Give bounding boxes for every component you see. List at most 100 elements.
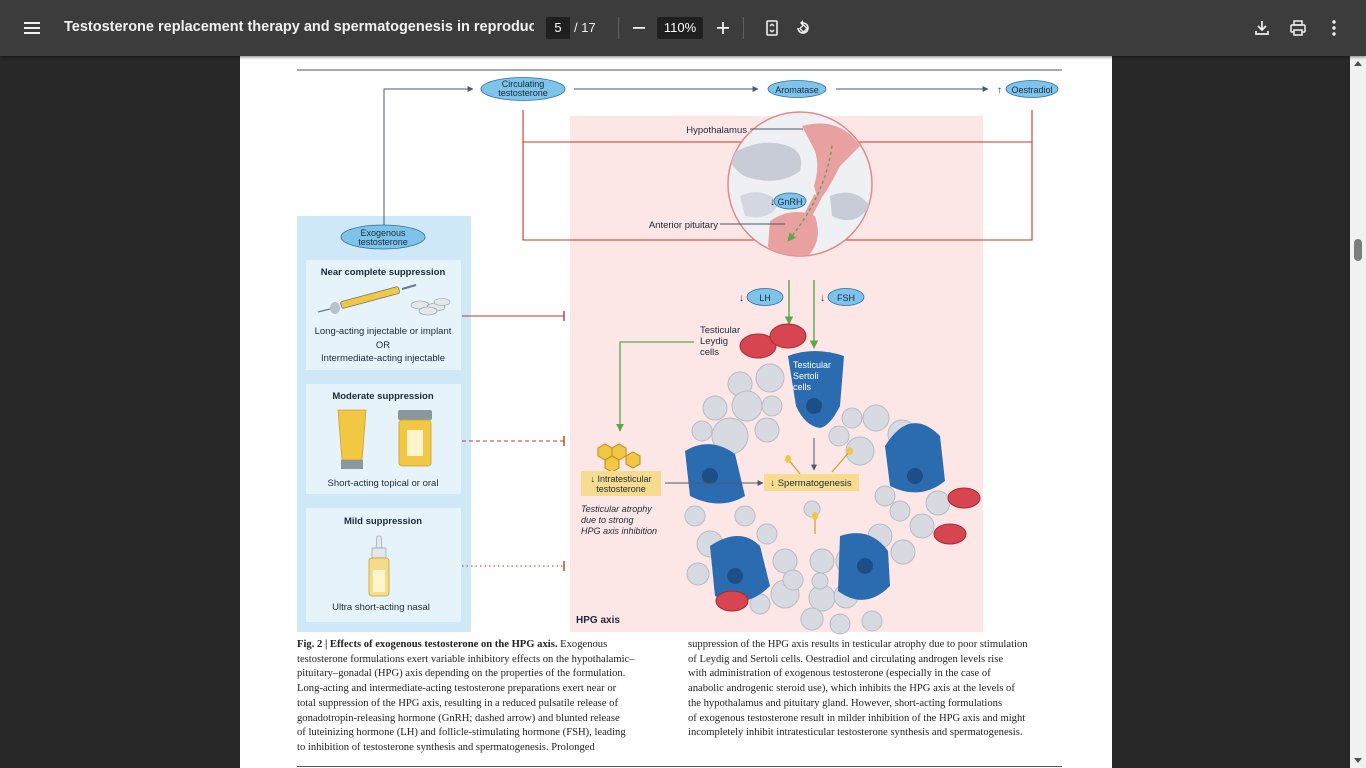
toolbar-divider	[618, 17, 619, 39]
near-suppression-box	[306, 260, 461, 370]
bottom-rule	[297, 766, 1062, 767]
caption-line: incompletely inhibit intratesticular tes…	[688, 727, 1023, 739]
germ-cell	[684, 505, 706, 527]
hypothalamus-label: Hypothalamus	[686, 125, 747, 136]
sertoli-cell	[788, 351, 844, 428]
zoom-input[interactable]: 110%	[657, 17, 703, 39]
sertoli-nucleus	[727, 568, 743, 584]
pdf-toolbar: Testosterone replacement therapy and spe…	[0, 0, 1366, 56]
toolbar-divider	[743, 17, 744, 39]
caption-figure-label: Fig. 2 | Effects of exogenous testostero…	[297, 639, 558, 650]
germ-cell	[862, 404, 890, 432]
hpg-axis-label: HPG axis	[576, 615, 620, 626]
syringe-icon	[317, 284, 417, 314]
sertoli-label-2: Sertoli	[793, 371, 819, 381]
sertoli-nucleus	[857, 558, 873, 574]
download-icon[interactable]	[1248, 14, 1276, 42]
caption-line: to inhibition of testosterone synthesis …	[297, 741, 595, 753]
scrollbar-thumb[interactable]	[1354, 239, 1362, 261]
germ-cell	[702, 395, 728, 421]
germ-cell	[861, 610, 883, 632]
intratesticular-label-2: testosterone	[596, 484, 646, 494]
germ-cell	[800, 607, 824, 631]
scroll-up-icon[interactable]	[1354, 61, 1362, 66]
germ-cell	[829, 613, 851, 635]
gnrh-label: GnRH	[777, 197, 802, 207]
sertoli-nucleus	[702, 468, 718, 484]
germ-cell	[889, 500, 911, 522]
circulating-testosterone-pill	[480, 77, 566, 101]
germ-cell	[925, 490, 951, 516]
germ-cell	[782, 569, 804, 591]
germ-cell	[828, 425, 850, 447]
near-line-2: OR	[376, 340, 390, 351]
moderate-caption: Short-acting topical or oral	[328, 478, 439, 489]
caption-line: of Leydig and Sertoli cells. Oestradiol …	[688, 653, 1004, 665]
intratesticular-label-1: ↓ Intratesticular	[590, 474, 651, 484]
caption-line: total suppression of the HPG axis, resul…	[297, 697, 618, 709]
zoom-out-icon[interactable]	[625, 14, 653, 42]
germ-cell	[755, 363, 785, 393]
sertoli-label-3: cells	[793, 382, 812, 392]
germ-cell	[841, 407, 863, 429]
pill-bottle-icon	[398, 410, 432, 467]
spermatogenesis-label: ↓ Spermatogenesis	[770, 478, 852, 489]
pdf-page: Circulating testosterone Aromatase ↑ Oes…	[240, 56, 1112, 768]
caption-line: gonadotropin-releasing hormone (GnRH; da…	[297, 712, 620, 724]
germ-cell	[809, 548, 835, 574]
caption-line: of exogenous testosterone result in mild…	[688, 712, 1026, 724]
atrophy-label-2: due to strong	[581, 515, 634, 525]
germ-cell	[811, 572, 829, 590]
germ-cell	[731, 390, 763, 422]
caption-line: suppression of the HPG axis results in t…	[688, 639, 1028, 650]
sperm-head	[785, 455, 791, 463]
lh-pill	[746, 288, 784, 306]
zoom-in-icon[interactable]	[709, 14, 737, 42]
sertoli-cell	[710, 536, 770, 602]
circulating-inhibits-pituitary	[522, 142, 761, 241]
sperm-head	[847, 447, 853, 455]
sertoli-label-1: Testicular	[793, 360, 831, 370]
rotate-icon[interactable]	[789, 14, 817, 42]
germ-cell	[772, 548, 798, 574]
anterior-pituitary-label: Anterior pituitary	[649, 220, 718, 231]
caption-line: with administration of exogenous testost…	[688, 668, 991, 680]
fsh-pill	[827, 288, 865, 306]
sertoli-nucleus	[806, 398, 822, 414]
vertical-scrollbar[interactable]	[1350, 56, 1366, 768]
fsh-label: FSH	[837, 293, 855, 303]
print-icon[interactable]	[1284, 14, 1312, 42]
leydig-label-1: Testicular	[700, 325, 740, 336]
menu-icon[interactable]	[18, 14, 46, 42]
oestradiol-pill	[1005, 80, 1059, 98]
mild-caption: Ultra short-acting nasal	[332, 602, 430, 613]
sertoli-cell	[885, 423, 945, 493]
moderate-suppression-title: Moderate suppression	[332, 391, 434, 402]
near-suppression-title: Near complete suppression	[321, 267, 446, 278]
caption-line: Long-acting and intermediate-acting test…	[297, 683, 617, 695]
caption-line: testosterone formulations exert variable…	[297, 653, 635, 665]
exogenous-label-1: Exogenous	[360, 228, 406, 238]
leydig-cell	[933, 523, 967, 545]
fit-page-icon[interactable]	[758, 14, 786, 42]
sperm-tail	[831, 450, 851, 473]
page-number-input[interactable]: 5	[546, 17, 570, 39]
spermatogenesis-box	[764, 474, 859, 491]
exogenous-label-2: testosterone	[358, 237, 408, 247]
germ-cell	[734, 505, 756, 527]
caption-line: pituitary–gonadal (HPG) axis depending o…	[297, 668, 626, 680]
intratesticular-box	[581, 471, 661, 496]
scroll-down-icon[interactable]	[1354, 758, 1362, 763]
implant-pellets-icon	[410, 298, 451, 316]
sertoli-nucleus	[907, 468, 923, 484]
nasal-spray-icon	[368, 535, 390, 597]
more-icon[interactable]	[1320, 14, 1348, 42]
page-total: / 17	[574, 20, 596, 35]
moderate-suppression-box	[306, 384, 461, 494]
germ-cell	[691, 420, 713, 442]
caption-line: of luteinizing hormone (LH) and follicle…	[297, 727, 626, 739]
oestradiol-label: Oestradiol	[1011, 85, 1052, 95]
germ-cell	[761, 395, 783, 417]
oestradiol-inhibits-pituitary	[811, 142, 1033, 241]
leydig-label-3: cells	[700, 347, 719, 358]
